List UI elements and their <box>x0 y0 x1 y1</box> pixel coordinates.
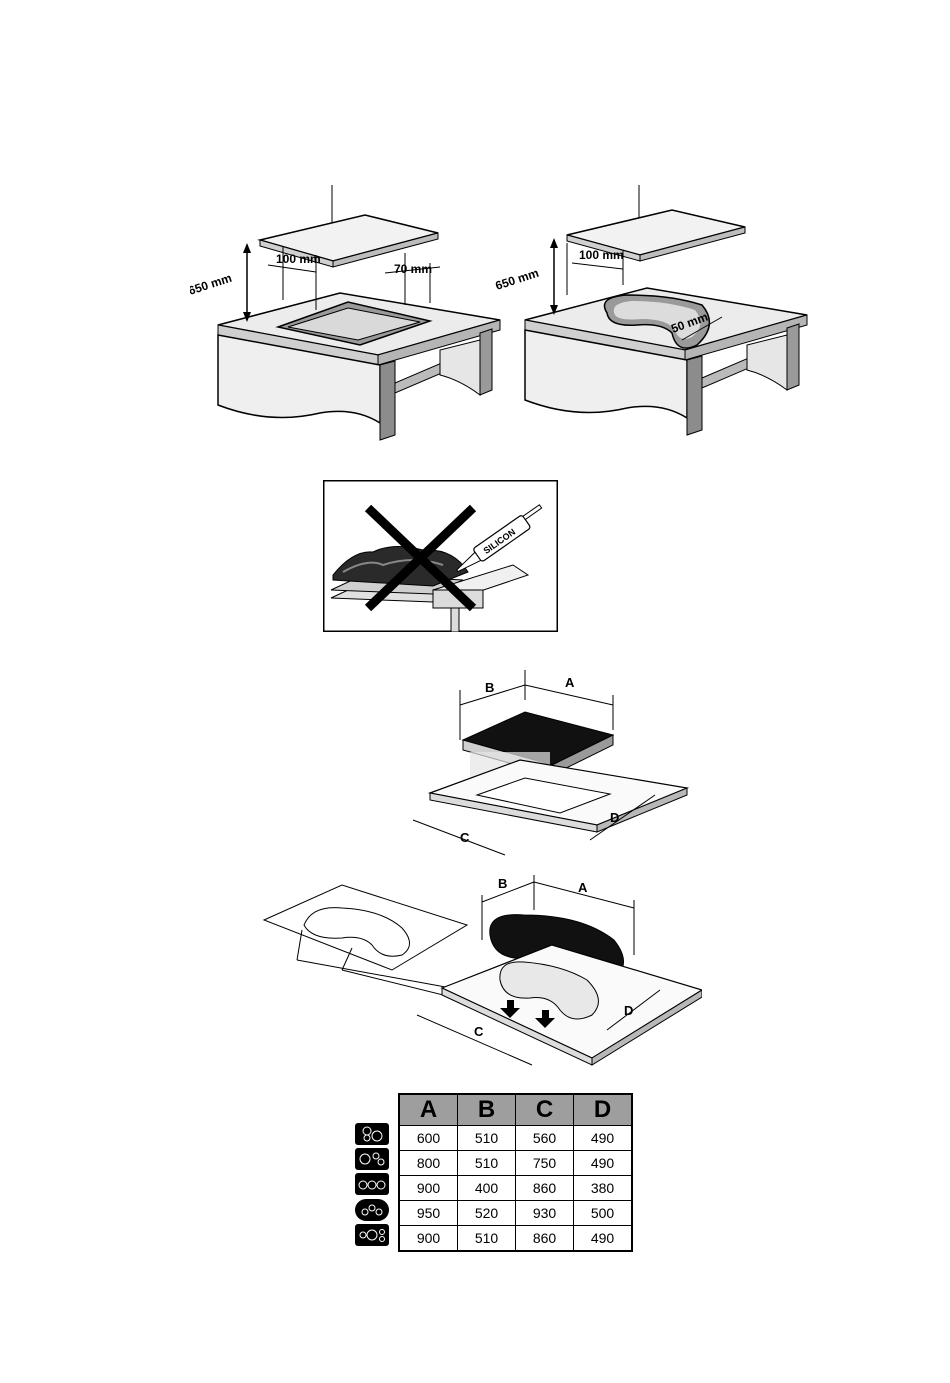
height-label: 650 mm <box>494 266 541 293</box>
cell-d: 490 <box>574 1151 633 1176</box>
table-row: 800 510 750 490 <box>399 1151 632 1176</box>
cell-b: 400 <box>458 1176 516 1201</box>
cell-c: 930 <box>516 1201 574 1226</box>
cell-b: 520 <box>458 1201 516 1226</box>
hob-type-icons <box>355 1123 391 1249</box>
cell-d: 500 <box>574 1201 633 1226</box>
label-a: A <box>565 675 575 690</box>
rectangular-hob-cutout-diagram: B A C D <box>405 660 695 865</box>
wide-mixed-zone-hob-icon <box>355 1224 389 1246</box>
side-clearance-label: 70 mm <box>394 262 432 276</box>
label-b: B <box>485 680 494 695</box>
table-row: 900 510 860 490 <box>399 1226 632 1252</box>
table-row: 950 520 930 500 <box>399 1201 632 1226</box>
header-d: D <box>574 1094 633 1126</box>
cell-c: 860 <box>516 1226 574 1252</box>
cabinet-kidney-cutout: 650 mm 100 mm 50 mm <box>494 185 807 435</box>
table-header-row: A B C D <box>399 1094 632 1126</box>
front-clearance-label: 100 mm <box>276 252 321 266</box>
cell-b: 510 <box>458 1126 516 1151</box>
label-a: A <box>578 880 588 895</box>
cell-d: 490 <box>574 1226 633 1252</box>
table-row: 600 510 560 490 <box>399 1126 632 1151</box>
rect-four-zone-hob-icon <box>355 1148 389 1170</box>
installation-clearance-diagram: 650 mm 100 mm 70 mm 650 mm 100 mm <box>190 185 820 445</box>
label-c: C <box>474 1024 484 1039</box>
cabinet-rectangular-cutout: 650 mm 100 mm 70 mm <box>190 185 500 440</box>
cell-d: 490 <box>574 1126 633 1151</box>
table-row: 900 400 860 380 <box>399 1176 632 1201</box>
square-four-zone-hob-icon <box>355 1123 389 1145</box>
cell-c: 750 <box>516 1151 574 1176</box>
kidney-hob-cutout-diagram: B A C D <box>262 870 702 1070</box>
cutout-dimensions-table: A B C D 600 510 560 490 800 510 750 490 … <box>398 1093 633 1252</box>
cell-c: 560 <box>516 1126 574 1151</box>
wide-five-zone-hob-icon <box>355 1173 389 1195</box>
front-clearance-label: 100 mm <box>579 248 624 262</box>
cell-b: 510 <box>458 1226 516 1252</box>
cell-a: 600 <box>399 1126 458 1151</box>
header-a: A <box>399 1094 458 1126</box>
height-label: 650 mm <box>190 271 233 298</box>
cell-a: 800 <box>399 1151 458 1176</box>
label-b: B <box>498 876 507 891</box>
header-c: C <box>516 1094 574 1126</box>
label-d: D <box>624 1003 633 1018</box>
cell-a: 900 <box>399 1226 458 1252</box>
cell-d: 380 <box>574 1176 633 1201</box>
no-silicon-warning: SILICON <box>323 480 558 632</box>
cell-a: 950 <box>399 1201 458 1226</box>
cell-c: 860 <box>516 1176 574 1201</box>
kidney-shaped-hob-icon <box>355 1199 389 1221</box>
cell-b: 510 <box>458 1151 516 1176</box>
label-d: D <box>610 810 619 825</box>
label-c: C <box>460 830 470 845</box>
header-b: B <box>458 1094 516 1126</box>
cell-a: 900 <box>399 1176 458 1201</box>
